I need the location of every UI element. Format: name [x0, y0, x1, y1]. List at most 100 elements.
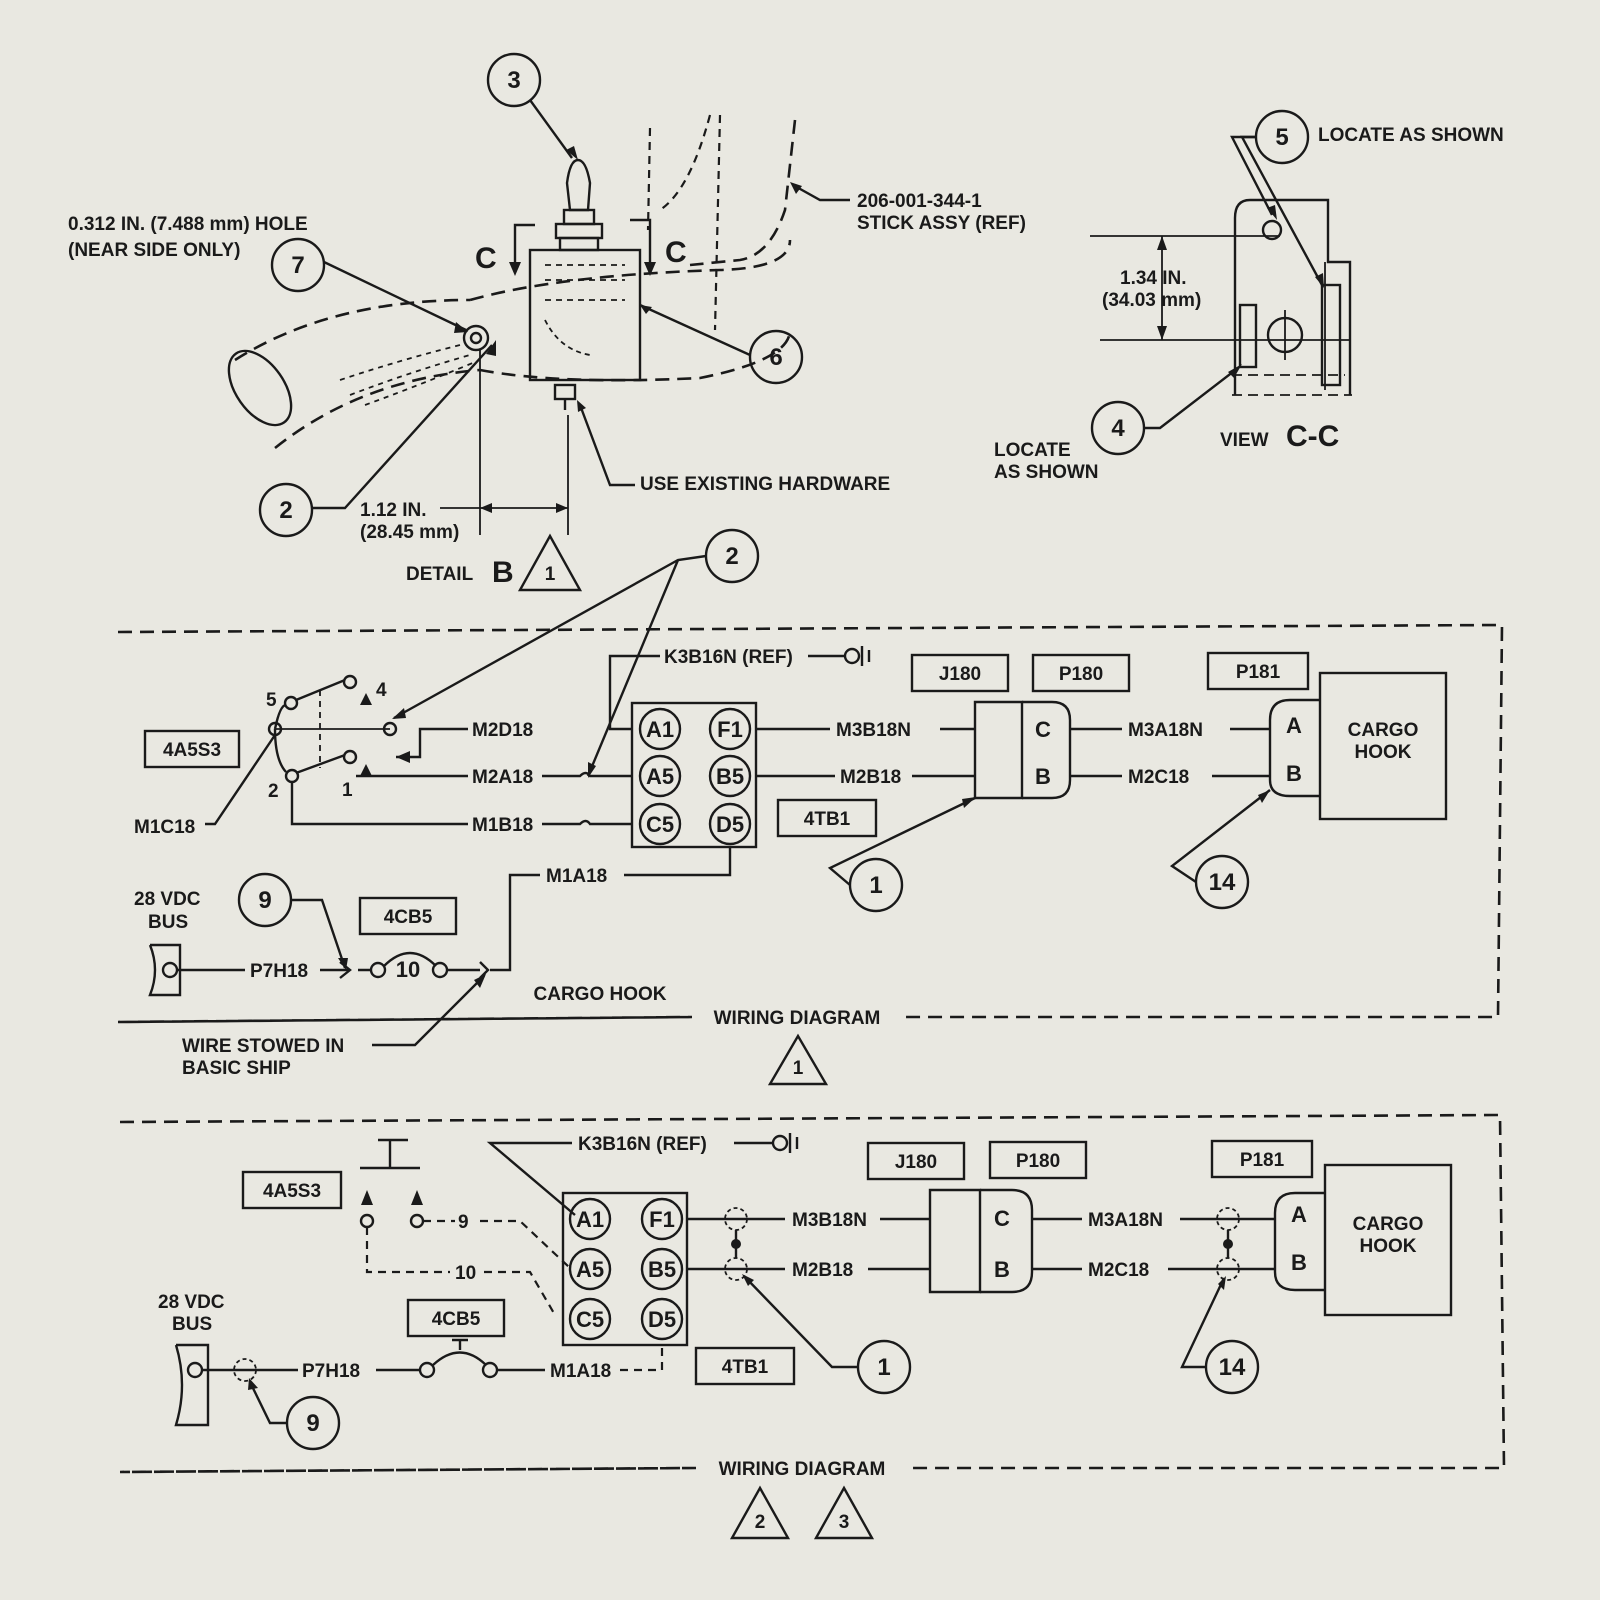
svg-text:4A5S3: 4A5S3 — [163, 740, 221, 761]
svg-text:1: 1 — [342, 780, 353, 801]
svg-text:B: B — [492, 556, 514, 589]
connector-j180-p180: J180 P180 C B — [910, 653, 1131, 800]
section-letter-left: C — [475, 242, 497, 275]
wiring-diagram-1: WIRING DIAGRAM CARGO HOOK 1 4A5S3 5 4 2 … — [117, 528, 1504, 1086]
svg-text:LOCATE AS SHOWN: LOCATE AS SHOWN — [1318, 125, 1504, 146]
svg-text:C: C — [1035, 717, 1051, 742]
svg-text:M2A18: M2A18 — [472, 767, 533, 788]
connector-j180-p180-2: J180 P180 C B — [866, 1140, 1088, 1294]
svg-text:M2C18: M2C18 — [1128, 767, 1189, 788]
stick-assy-outline — [646, 114, 797, 331]
connector-wires: M3B18N M2B18 M3A18N M2C18 — [756, 720, 1270, 788]
callout-7: 0.312 IN. (7.488 mm) HOLE (NEAR SIDE ONL… — [68, 214, 468, 333]
dim-34-03: (34.03 mm) — [1102, 290, 1201, 311]
svg-text:HOOK: HOOK — [1360, 1236, 1417, 1257]
hardware-label: USE EXISTING HARDWARE — [577, 400, 890, 495]
svg-text:B: B — [994, 1257, 1010, 1282]
svg-text:M3A18N: M3A18N — [1088, 1210, 1163, 1231]
svg-text:28 VDC: 28 VDC — [158, 1292, 225, 1313]
svg-text:9: 9 — [458, 1212, 469, 1233]
svg-text:C: C — [994, 1206, 1010, 1231]
callout-2-detail: 2 — [258, 340, 496, 538]
mounting-strip-right — [1320, 283, 1342, 387]
power-section-2: 28 VDC BUS P7H18 M1A18 4CB5 9 — [158, 1292, 664, 1451]
mounting-hole — [462, 324, 490, 352]
callout-4: 4 LOCATE AS SHOWN — [994, 364, 1242, 483]
svg-text:14: 14 — [1219, 1354, 1246, 1381]
svg-text:C5: C5 — [576, 1307, 604, 1332]
svg-text:A5: A5 — [576, 1257, 604, 1282]
detail-b: C C 3 0.312 IN. (7.488 mm) HOLE (NEAR SI… — [68, 52, 1026, 592]
svg-text:10: 10 — [455, 1263, 476, 1284]
svg-text:LOCATE: LOCATE — [994, 440, 1071, 461]
svg-text:5: 5 — [1275, 124, 1288, 151]
svg-text:P181: P181 — [1240, 1150, 1285, 1171]
svg-text:9: 9 — [306, 1410, 319, 1437]
wiring-title-2: WIRING DIAGRAM — [719, 1459, 886, 1480]
callout-14-wiring-2: 14 — [1180, 1276, 1260, 1395]
callout-6: 6 — [639, 303, 804, 385]
svg-text:2: 2 — [268, 781, 279, 802]
switch-4a5s3: 4A5S3 5 4 2 1 — [143, 674, 398, 802]
svg-text:1: 1 — [877, 1354, 890, 1381]
svg-text:USE EXISTING HARDWARE: USE EXISTING HARDWARE — [640, 474, 890, 495]
svg-text:BASIC SHIP: BASIC SHIP — [182, 1058, 291, 1079]
callout-14-wiring: 14 — [1169, 789, 1271, 910]
svg-text:M1C18: M1C18 — [134, 817, 195, 838]
svg-text:206-001-344-1: 206-001-344-1 — [857, 191, 982, 212]
svg-text:BUS: BUS — [148, 912, 188, 933]
svg-text:4: 4 — [1111, 415, 1125, 442]
svg-text:1: 1 — [793, 1058, 804, 1079]
view-cc: 1.34 IN. (34.03 mm) 5 LOCATE AS SHOWN 4 … — [994, 109, 1504, 483]
k3b16n-ground: K3B16N (REF) — [608, 646, 871, 731]
detail-b-label: DETAIL B 1 — [406, 533, 583, 592]
dimension-1-12: 1.12 IN. (28.45 mm) — [360, 350, 569, 543]
svg-text:28 VDC: 28 VDC — [134, 889, 201, 910]
power-section-1: 28 VDC BUS P7H18 10 M1A18 4CB5 9 WIRE ST… — [134, 847, 732, 1079]
svg-text:P181: P181 — [1236, 662, 1281, 683]
svg-text:P180: P180 — [1059, 664, 1103, 685]
connector-wires-2: M3B18N M2B18 M3A18N M2C18 — [687, 1207, 1275, 1281]
dim-1-34: 1.34 IN. — [1120, 268, 1187, 289]
callout-1-wiring-2: 1 — [742, 1274, 912, 1395]
svg-text:F1: F1 — [717, 717, 743, 742]
svg-text:1: 1 — [545, 564, 556, 585]
svg-text:9: 9 — [258, 887, 271, 914]
connector-p181-cargo-hook-2: P181 A B CARGO HOOK — [1210, 1139, 1453, 1317]
svg-text:M2B18: M2B18 — [840, 767, 901, 788]
svg-text:A: A — [1286, 713, 1302, 738]
svg-text:2: 2 — [755, 1512, 766, 1533]
svg-text:4CB5: 4CB5 — [384, 907, 433, 928]
svg-text:K3B16N (REF): K3B16N (REF) — [664, 647, 793, 668]
svg-text:2: 2 — [279, 497, 292, 524]
svg-text:(28.45 mm): (28.45 mm) — [360, 522, 459, 543]
bus-bar-1 — [148, 943, 182, 997]
svg-text:A5: A5 — [646, 764, 674, 789]
svg-text:B: B — [1291, 1250, 1307, 1275]
svg-text:CARGO: CARGO — [1348, 720, 1419, 741]
svg-text:P180: P180 — [1016, 1151, 1060, 1172]
svg-text:P7H18: P7H18 — [302, 1361, 360, 1382]
svg-text:M3B18N: M3B18N — [836, 720, 911, 741]
upper-hole — [1261, 219, 1283, 241]
svg-text:4CB5: 4CB5 — [432, 1309, 481, 1330]
svg-text:WIRE STOWED IN: WIRE STOWED IN — [182, 1036, 344, 1057]
svg-text:CARGO: CARGO — [1353, 1214, 1424, 1235]
cargo-hook-subtitle: CARGO HOOK — [534, 984, 667, 1005]
svg-text:M2C18: M2C18 — [1088, 1260, 1149, 1281]
callout-5: 5 LOCATE AS SHOWN — [1230, 109, 1504, 288]
svg-text:B5: B5 — [716, 764, 744, 789]
svg-text:J180: J180 — [939, 664, 981, 685]
hole-label-line1: 0.312 IN. (7.488 mm) HOLE — [68, 214, 308, 235]
view-label: VIEW — [1220, 430, 1269, 451]
svg-text:1: 1 — [869, 872, 882, 899]
bus-bar-2 — [174, 1343, 210, 1427]
svg-text:1.12 IN.: 1.12 IN. — [360, 500, 427, 521]
svg-text:K3B16N (REF): K3B16N (REF) — [578, 1134, 707, 1155]
svg-text:3: 3 — [839, 1512, 850, 1533]
view-letters: C-C — [1286, 420, 1339, 453]
stick-assy-label: 206-001-344-1 STICK ASSY (REF) — [790, 182, 1026, 234]
tube-drawing — [227, 239, 792, 450]
svg-text:A: A — [1291, 1202, 1307, 1227]
